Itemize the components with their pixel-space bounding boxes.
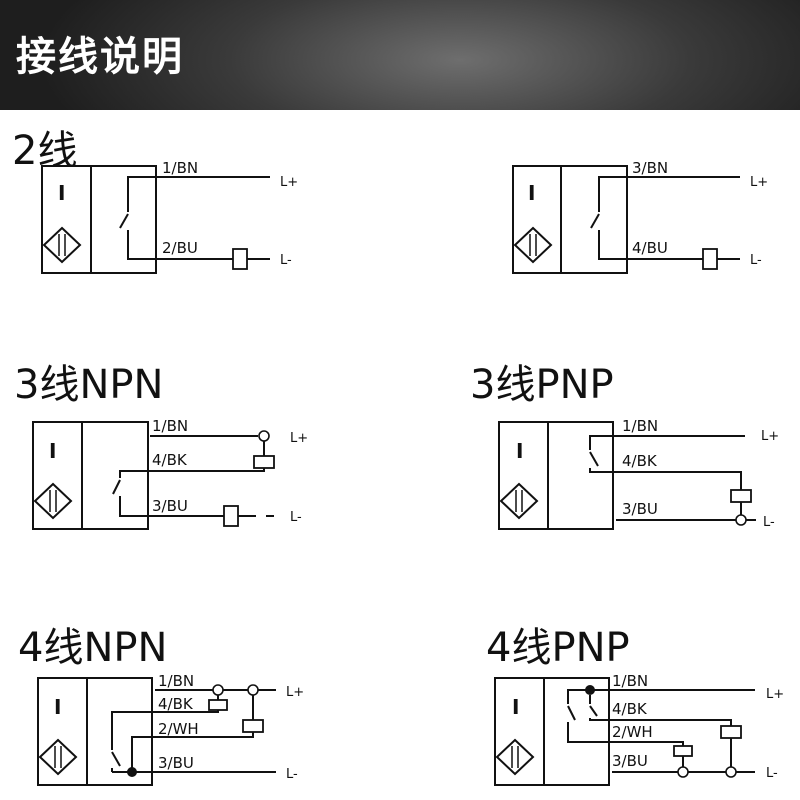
wire-label: 4/BK: [612, 700, 648, 718]
terminal-label: L-: [750, 253, 762, 268]
proximity-sensor-icon: [33, 482, 73, 520]
wire-line: [612, 741, 684, 746]
terminal-label: L+: [280, 175, 298, 190]
sensor-symbol-label: I: [512, 695, 519, 719]
proximity-sensor-icon: [495, 738, 535, 776]
wire-line: [155, 710, 219, 713]
load-icon: [253, 455, 275, 469]
wire-label: 3/BN: [632, 159, 668, 177]
section-title-4-wire-pnp: 4线PNP: [486, 625, 630, 671]
diagram-3-wire-pnp: I 1/BN 4/BK 3/BU L+ L-: [498, 417, 779, 530]
section-title-4-wire-npn: 4线NPN: [18, 625, 168, 671]
load-icon: [232, 248, 248, 270]
sensor-symbol-label: I: [54, 695, 61, 719]
terminal-node: [677, 766, 689, 778]
terminal-node: [725, 766, 737, 778]
section-title-3-wire-npn: 3线NPN: [14, 362, 164, 408]
switch-contact-icon: [112, 470, 150, 517]
wire-line: [612, 719, 732, 726]
page-title: 接线说明: [16, 34, 184, 80]
wire-label: 4/BK: [152, 451, 188, 469]
wire-label: 2/BU: [162, 239, 198, 257]
wire-label: 1/BN: [152, 417, 188, 435]
load-icon: [208, 699, 228, 711]
wire-label: 1/BN: [622, 417, 658, 435]
sensor-body: [41, 165, 157, 274]
proximity-sensor-icon: [42, 226, 82, 264]
sensor-symbol-label: I: [528, 181, 535, 205]
terminal-node: [735, 514, 747, 526]
terminal-label: L+: [750, 175, 768, 190]
wire-label: 4/BK: [622, 452, 658, 470]
wire-label: 3/BU: [612, 752, 648, 770]
sensor-symbol-label: I: [49, 439, 56, 463]
load-icon: [223, 505, 239, 527]
switch-contact-icon: [567, 685, 612, 743]
load-icon: [702, 248, 718, 270]
proximity-sensor-icon: [513, 226, 553, 264]
wire-label: 3/BU: [622, 500, 658, 518]
sensor-symbol-label: I: [516, 439, 523, 463]
wire-label: 1/BN: [158, 672, 194, 690]
diagram-4-wire-npn: I 1/BN 4/BK 2/WH 3/BU L+ L-: [37, 672, 304, 786]
terminal-label: L+: [286, 685, 304, 700]
terminal-label: L-: [280, 253, 292, 268]
wire-line: [150, 468, 265, 472]
terminal-node: [247, 684, 259, 696]
wire-label: 2/WH: [158, 720, 199, 738]
wire-line: [155, 732, 254, 738]
load-icon: [242, 719, 264, 733]
wire-label: 1/BN: [162, 159, 198, 177]
terminal-label: L-: [763, 515, 775, 530]
sensor-body: [498, 421, 614, 530]
wire-label: 3/BU: [158, 754, 194, 772]
wire-line: [616, 471, 742, 490]
load-icon: [730, 489, 752, 503]
switch-contact-icon: [119, 176, 160, 260]
diagram-2-wire-b: I 3/BN 4/BU L+ L-: [512, 159, 768, 274]
terminal-label: L-: [286, 767, 298, 782]
terminal-node: [212, 684, 224, 696]
switch-contact-icon: [111, 711, 155, 777]
terminal-label: L+: [766, 687, 784, 702]
terminal-label: L-: [766, 766, 778, 781]
proximity-sensor-icon: [38, 738, 78, 776]
load-icon: [720, 725, 742, 739]
wire-label: 4/BU: [632, 239, 668, 257]
sensor-symbol-label: I: [58, 181, 65, 205]
proximity-sensor-icon: [499, 482, 539, 520]
wire-label: 4/BK: [158, 695, 194, 713]
section-title-3-wire-pnp: 3线PNP: [470, 362, 614, 408]
terminal-label: L+: [761, 429, 779, 444]
wire-label: 3/BU: [152, 497, 188, 515]
header-banner: 接线说明: [0, 0, 800, 110]
diagram-4-wire-pnp: I 1/BN 4/BK 2/WH 3/BU L: [494, 672, 784, 786]
diagram-2-wire-a: I 1/BN 2/BU L+ L-: [41, 159, 298, 274]
terminal-label: L-: [290, 510, 302, 525]
terminal-label: L+: [290, 431, 308, 446]
diagram-3-wire-npn: I 1/BN 4/BK 3/BU L+ L-: [32, 417, 308, 530]
load-icon: [673, 745, 693, 757]
switch-contact-icon: [589, 435, 616, 473]
sensor-body: [32, 421, 149, 530]
switch-contact-icon: [590, 176, 630, 260]
wire-label: 2/WH: [612, 723, 653, 741]
sensor-body: [512, 165, 628, 274]
wire-label: 1/BN: [612, 672, 648, 690]
terminal-node: [258, 430, 270, 442]
